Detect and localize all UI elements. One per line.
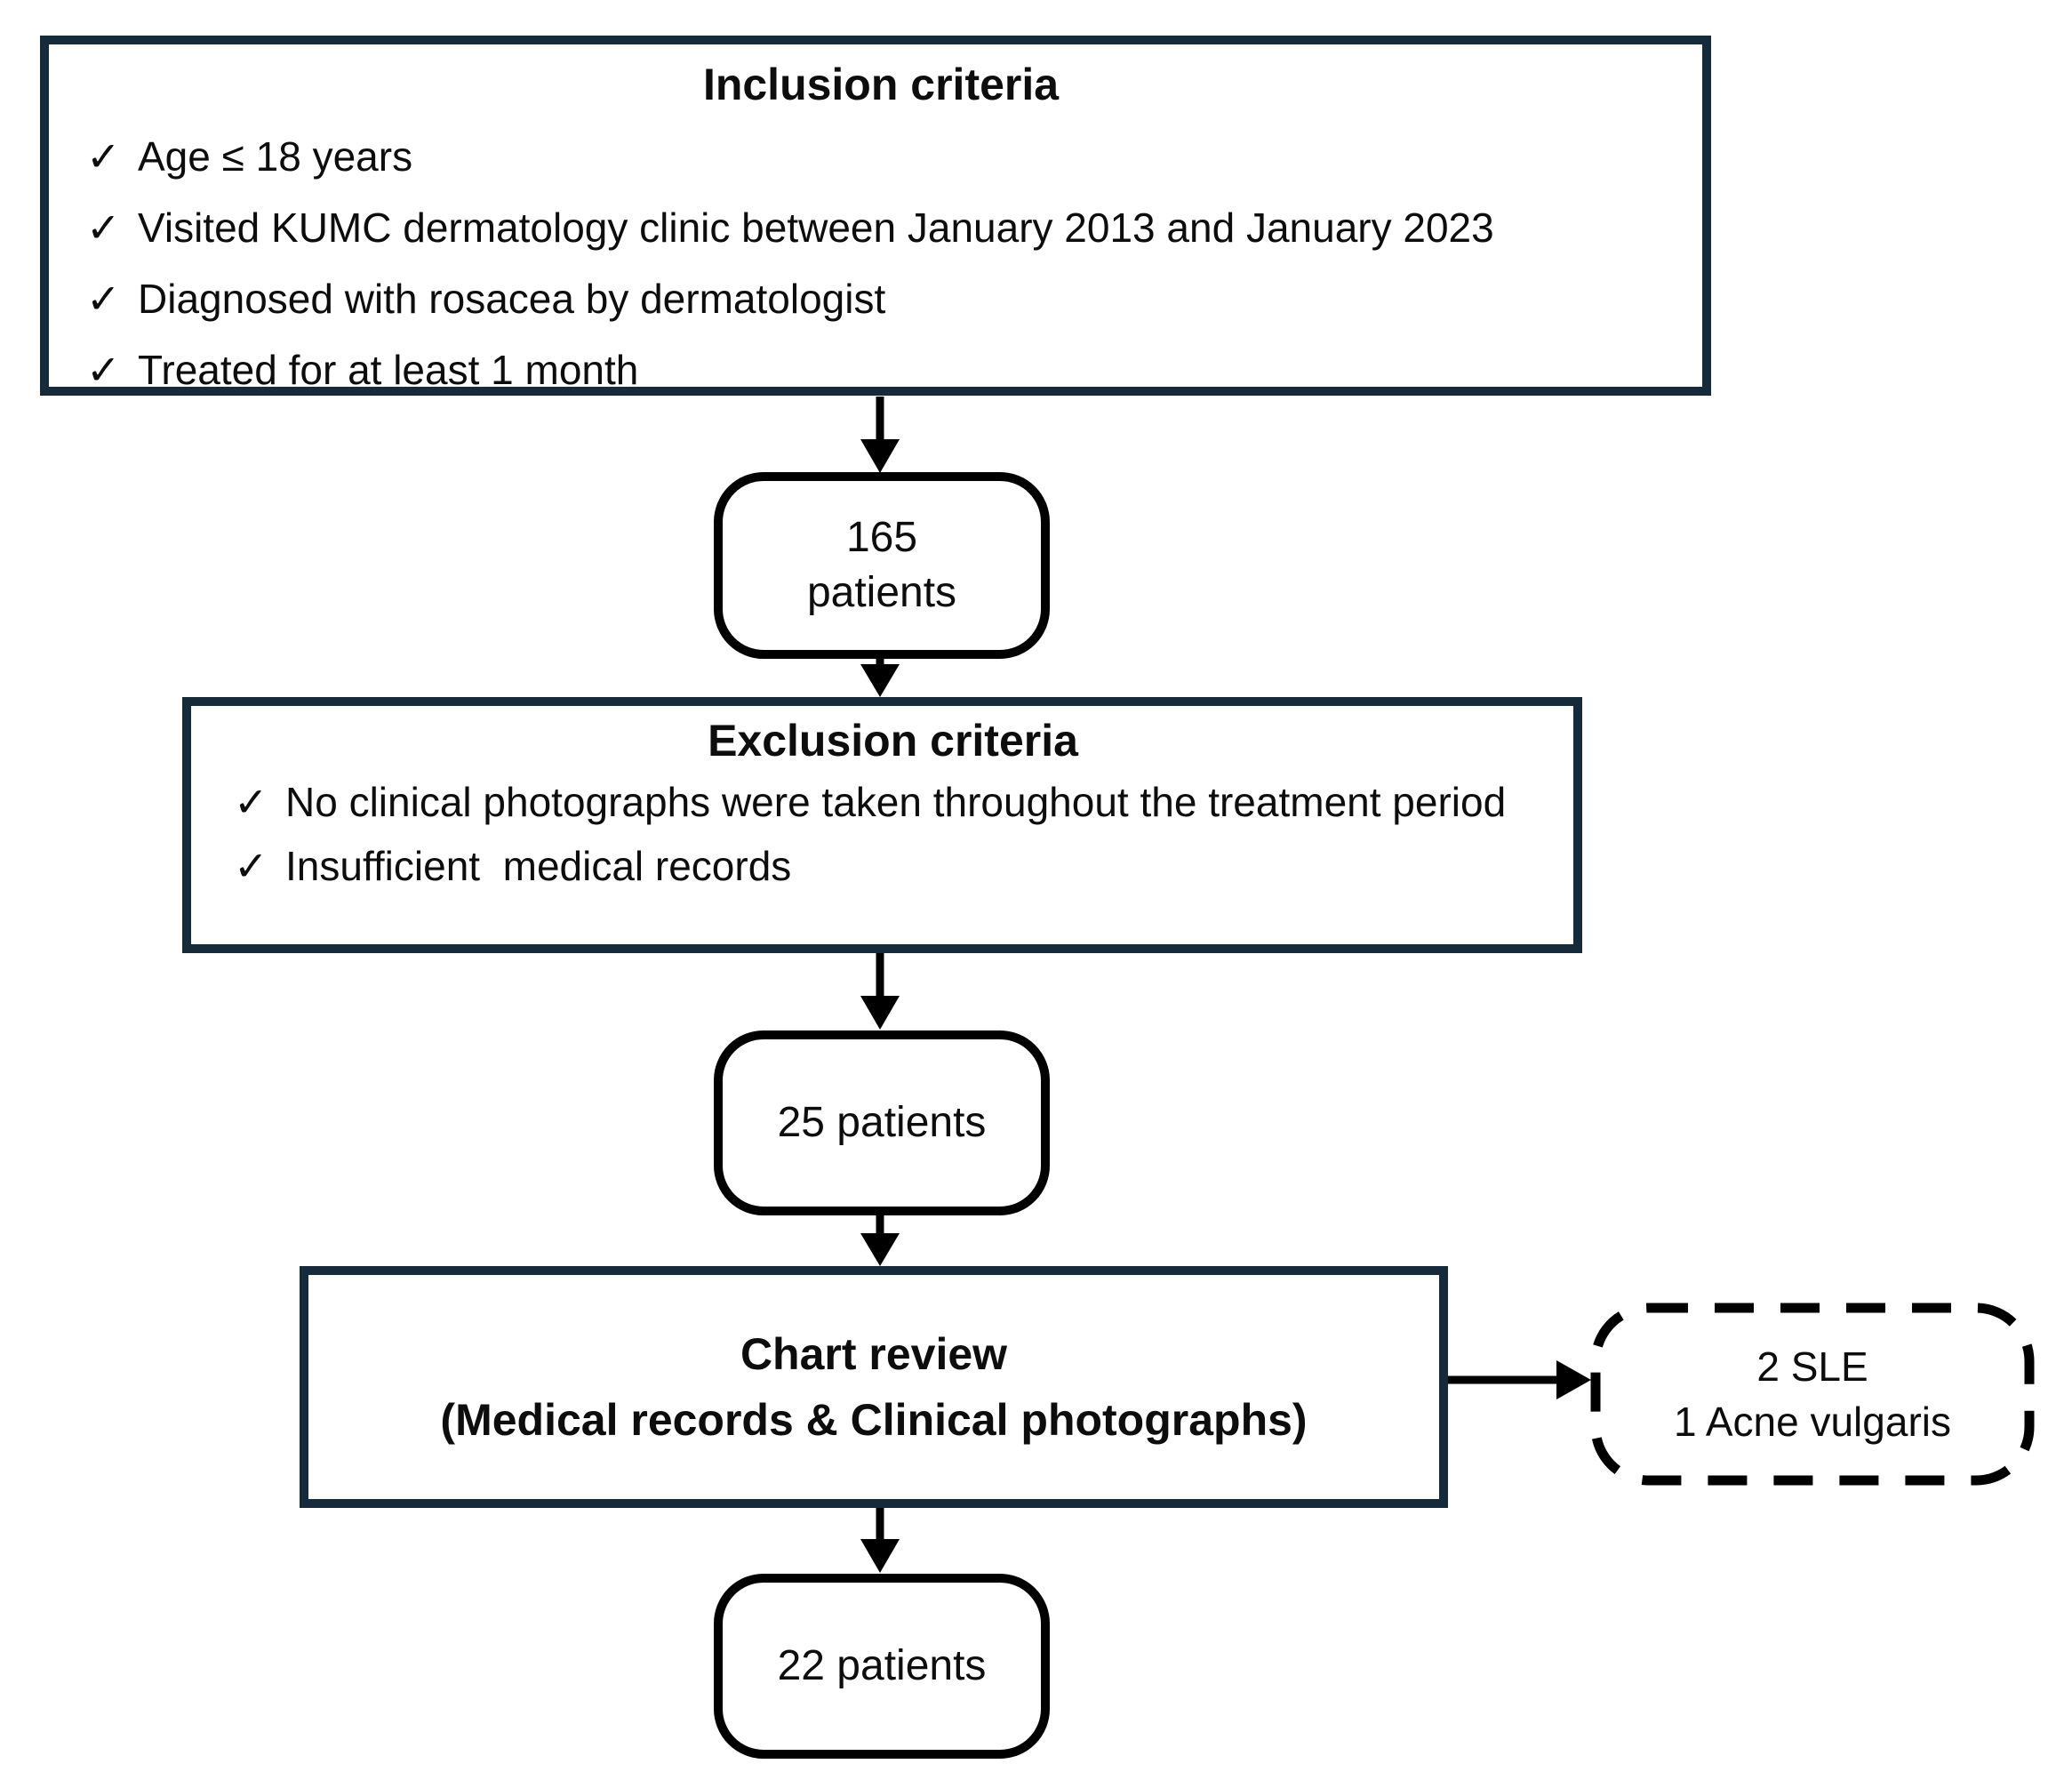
exclusion-criteria-box: Exclusion criteria ✓ No clinical photogr… [182, 697, 1582, 953]
exclusion-criteria-title: Exclusion criteria [708, 716, 1078, 766]
chart-review-box: Chart review (Medical records & Clinical… [300, 1266, 1448, 1508]
inclusion-item-treated: ✓ Treated for at least 1 month [86, 334, 1676, 405]
arrow-chart-review-to-excluded [1448, 1360, 1591, 1399]
arrow-exclusion-to-25 [860, 952, 900, 1030]
inclusion-item-visited: ✓ Visited KUMC dermatology clinic betwee… [86, 192, 1676, 263]
check-icon: ✓ [86, 133, 121, 180]
arrow-chart-review-to-22 [860, 1507, 900, 1573]
check-icon: ✓ [234, 843, 268, 889]
node-22-patients: 22 patients [714, 1574, 1050, 1759]
check-icon: ✓ [86, 347, 121, 393]
inclusion-item-text: Age ≤ 18 years [138, 133, 413, 180]
arrow-25-to-chart-review [860, 1215, 900, 1266]
node-25-label: 25 patients [777, 1099, 987, 1146]
excluded-acne-label: 1 Acne vulgaris [1674, 1399, 1951, 1445]
inclusion-item-age: ✓ Age ≤ 18 years [86, 121, 1676, 192]
check-icon: ✓ [86, 276, 121, 322]
excluded-diagnoses-box: 2 SLE 1 Acne vulgaris [1590, 1303, 2035, 1486]
inclusion-item-text: Treated for at least 1 month [138, 347, 639, 393]
inclusion-item-diagnosed: ✓ Diagnosed with rosacea by dermatologis… [86, 263, 1676, 334]
exclusion-item-insufficient-records: ✓ Insufficient medical records [234, 834, 1552, 898]
check-icon: ✓ [86, 204, 121, 251]
arrow-165-to-exclusion [860, 658, 900, 697]
arrow-inclusion-to-165 [860, 397, 900, 473]
inclusion-criteria-list: ✓ Age ≤ 18 years ✓ Visited KUMC dermatol… [86, 121, 1676, 405]
node-165-unit: patients [806, 569, 957, 616]
chart-review-title: Chart review [740, 1329, 1008, 1379]
node-22-label: 22 patients [777, 1642, 987, 1689]
excluded-sle-label: 2 SLE [1756, 1343, 1868, 1390]
exclusion-criteria-list: ✓ No clinical photographs were taken thr… [234, 770, 1552, 898]
exclusion-item-no-photos: ✓ No clinical photographs were taken thr… [234, 770, 1552, 834]
check-icon: ✓ [234, 779, 268, 825]
inclusion-criteria-box: Inclusion criteria ✓ Age ≤ 18 years ✓ Vi… [40, 36, 1711, 396]
inclusion-criteria-title: Inclusion criteria [702, 60, 1060, 109]
node-165-patients: 165 patients [714, 472, 1050, 659]
inclusion-item-text: Diagnosed with rosacea by dermatologist [138, 276, 886, 322]
node-25-patients: 25 patients [714, 1030, 1050, 1215]
chart-review-subtitle: (Medical records & Clinical photographs) [440, 1395, 1308, 1445]
exclusion-item-text: Insufficient medical records [285, 843, 792, 889]
node-165-count: 165 [845, 514, 918, 561]
exclusion-item-text: No clinical photographs were taken throu… [285, 779, 1507, 825]
inclusion-item-text: Visited KUMC dermatology clinic between … [138, 204, 1494, 251]
